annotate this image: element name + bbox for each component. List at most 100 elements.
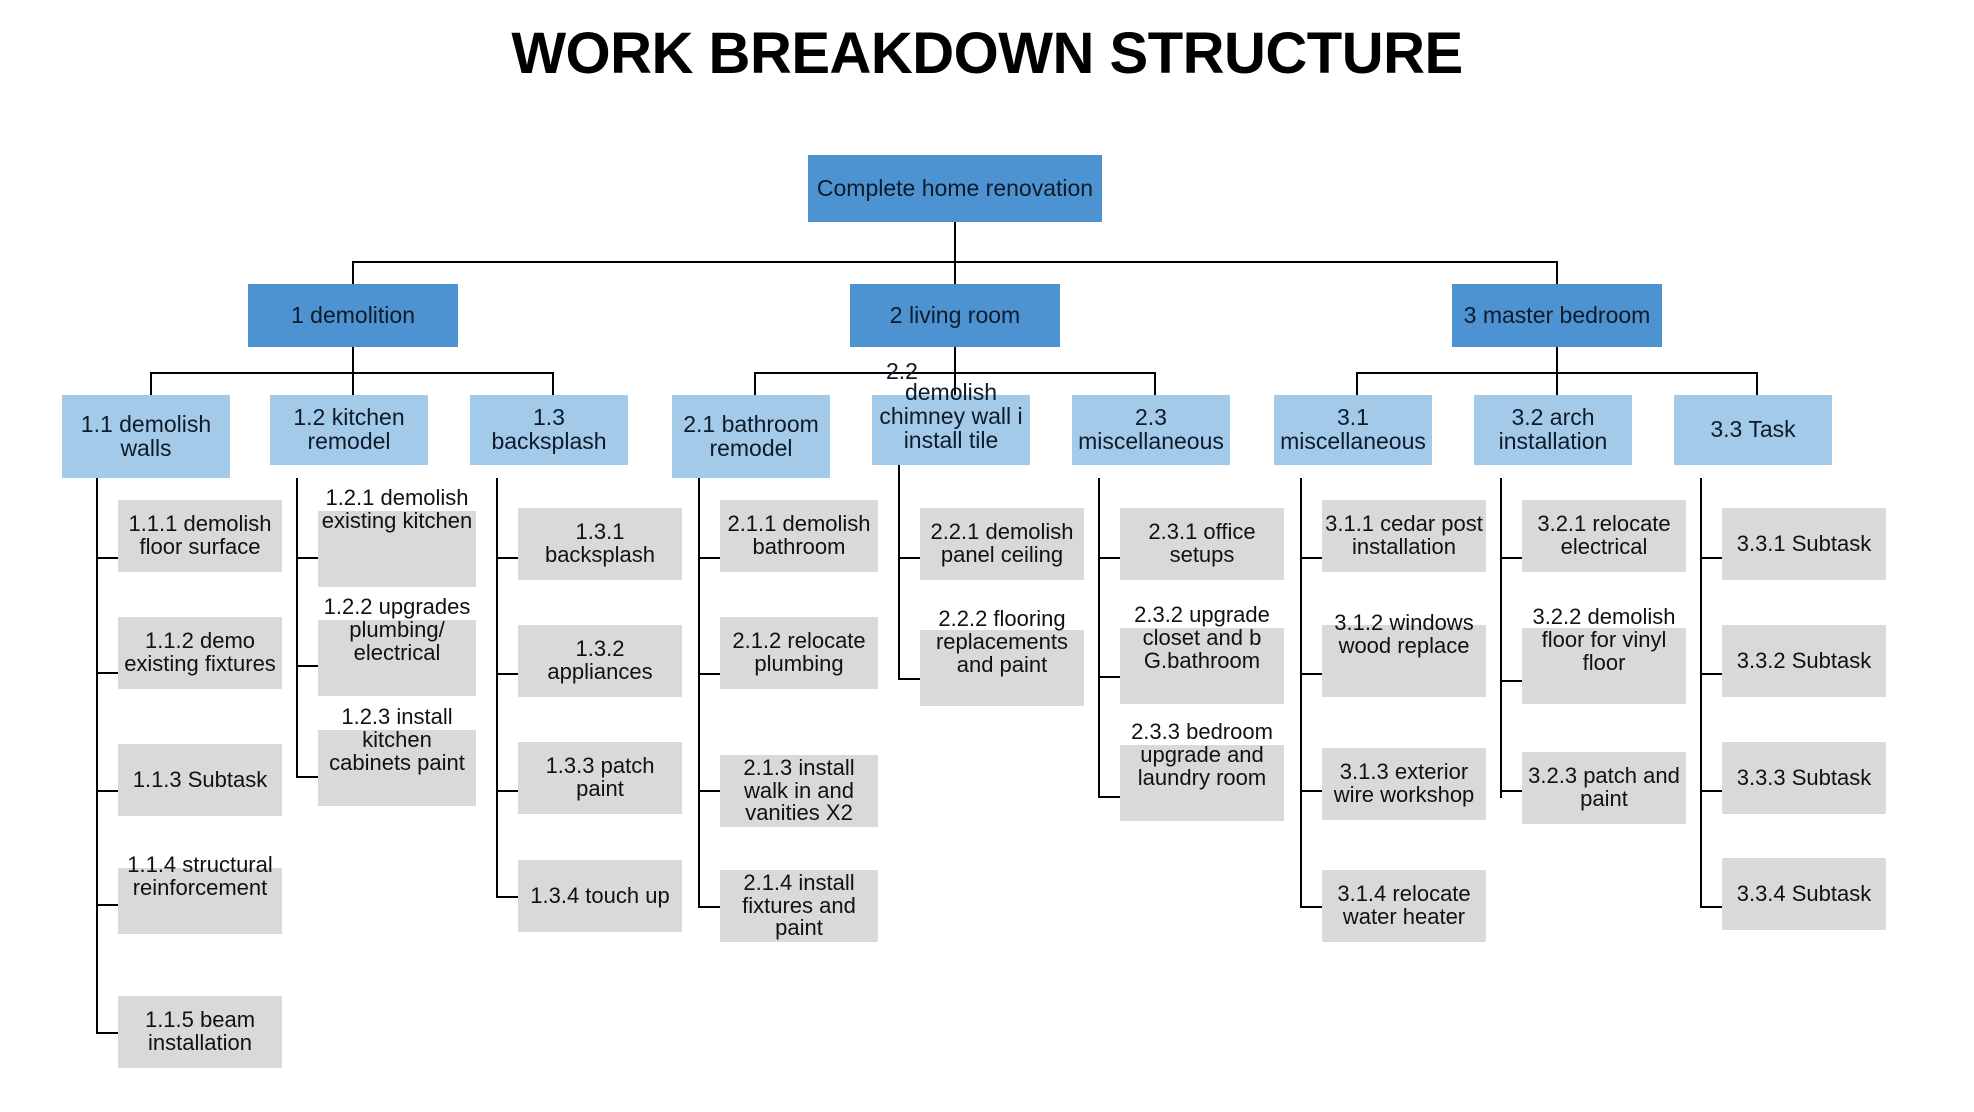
connector-to-node-32 [1556, 372, 1558, 395]
connector-stub-132 [496, 673, 518, 675]
task-1-1-4[interactable]: 1.1.4 structural reinforcement [118, 853, 282, 934]
node-3-2-label: 3.2 arch installation [1498, 404, 1608, 454]
node-root-label: Complete home renovation [816, 174, 1094, 201]
task-2-3-1-label: 2.3.1 office setups [1148, 519, 1256, 567]
task-3-3-4-label: 3.3.4 Subtask [1736, 880, 1872, 906]
task-2-2-2[interactable]: 2.2.2 flooring replacements and paint [920, 607, 1084, 706]
task-3-3-3[interactable]: 3.3.3 Subtask [1722, 742, 1886, 814]
task-3-2-3[interactable]: 3.2.3 patch and paint [1522, 752, 1686, 824]
task-1-3-4[interactable]: 1.3.4 touch up [518, 860, 682, 932]
node-3-1-label: 3.1 miscellaneous [1280, 404, 1426, 454]
node-2-2-number-label: 2.2 [886, 358, 918, 385]
task-2-1-2-label: 2.1.2 relocate plumbing [732, 628, 866, 676]
node-3-3[interactable]: 3.3 Task [1674, 395, 1832, 465]
connector-spine-21 [698, 478, 700, 908]
connector-stub-214 [698, 906, 720, 908]
task-2-3-1[interactable]: 2.3.1 office setups [1120, 508, 1284, 580]
task-2-1-3-label: 2.1.3 install walk in and vanities X2 [743, 754, 855, 826]
task-3-2-2[interactable]: 3.2.2 demolish floor for vinyl floor [1522, 605, 1686, 704]
connector-stub-122 [296, 665, 318, 667]
task-1-1-2-label: 1.1.2 demo existing fixtures [124, 628, 276, 676]
node-branch-1[interactable]: 1 demolition [248, 284, 458, 347]
task-3-2-1[interactable]: 3.2.1 relocate electrical [1522, 500, 1686, 572]
task-2-1-4-label: 2.1.4 install fixtures and paint [742, 869, 856, 941]
connector-stub-123 [296, 776, 318, 778]
connector-stub-231 [1098, 557, 1120, 559]
node-1-2[interactable]: 1.2 kitchen remodel [270, 395, 428, 465]
task-2-1-4[interactable]: 2.1.4 install fixtures and paint [720, 870, 878, 942]
connector-spine-11 [96, 478, 98, 1034]
task-1-2-3[interactable]: 1.2.3 install kitchen cabinets paint [318, 705, 476, 806]
task-1-1-2[interactable]: 1.1.2 demo existing fixtures [118, 617, 282, 689]
node-1-3[interactable]: 1.3 backsplash [470, 395, 628, 465]
node-1-1[interactable]: 1.1 demolish walls [62, 395, 230, 478]
node-2-3-label: 2.3 miscellaneous [1078, 404, 1224, 454]
task-2-2-1[interactable]: 2.2.1 demolish panel ceiling [920, 508, 1084, 580]
connector-stub-121 [296, 557, 318, 559]
task-1-1-3[interactable]: 1.1.3 Subtask [118, 744, 282, 816]
task-1-1-5-label: 1.1.5 beam installation [144, 1007, 256, 1055]
task-2-1-3[interactable]: 2.1.3 install walk in and vanities X2 [720, 755, 878, 827]
connector-spine-12 [296, 478, 298, 778]
task-1-2-1[interactable]: 1.2.1 demolish existing kitchen [318, 486, 476, 587]
task-3-3-4[interactable]: 3.3.4 Subtask [1722, 858, 1886, 930]
task-3-3-2[interactable]: 3.3.2 Subtask [1722, 625, 1886, 697]
node-3-1[interactable]: 3.1 miscellaneous [1274, 395, 1432, 465]
task-3-1-4[interactable]: 3.1.4 relocate water heater [1322, 870, 1486, 942]
connector-stub-321 [1500, 557, 1522, 559]
connector-stub-212 [698, 673, 720, 675]
connector-stub-311 [1300, 557, 1322, 559]
task-1-1-1[interactable]: 1.1.1 demolish floor surface [118, 500, 282, 572]
connector-stub-333 [1700, 790, 1722, 792]
connector-branch2-down [954, 347, 956, 373]
connector-to-node-11 [150, 372, 152, 395]
node-branch-3-label: 3 master bedroom [1463, 301, 1651, 328]
node-branch-2[interactable]: 2 living room [850, 284, 1060, 347]
task-2-3-3[interactable]: 2.3.3 bedroom upgrade and laundry room [1120, 720, 1284, 821]
connector-stub-312 [1300, 673, 1322, 675]
task-3-2-3-label: 3.2.3 patch and paint [1528, 763, 1680, 811]
node-2-2[interactable]: demolish chimney wall i install tile [872, 380, 1030, 465]
connector-stub-211 [698, 557, 720, 559]
task-1-3-3[interactable]: 1.3.3 patch paint [518, 742, 682, 814]
connector-branch1-down [352, 347, 354, 373]
task-1-1-4-label: 1.1.4 structural reinforcement [127, 852, 273, 900]
node-2-3[interactable]: 2.3 miscellaneous [1072, 395, 1230, 465]
connector-stub-332 [1700, 673, 1722, 675]
connector-to-branch-2 [954, 261, 956, 284]
connector-to-node-33 [1756, 372, 1758, 395]
task-3-1-3[interactable]: 3.1.3 exterior wire workshop [1322, 748, 1486, 820]
task-2-1-1-label: 2.1.1 demolish bathroom [727, 511, 871, 559]
node-3-2[interactable]: 3.2 arch installation [1474, 395, 1632, 465]
connector-stub-334 [1700, 906, 1722, 908]
connector-stub-134 [496, 896, 518, 898]
connector-to-branch-3 [1556, 261, 1558, 284]
connector-spine-23 [1098, 478, 1100, 798]
node-root[interactable]: Complete home renovation [808, 155, 1102, 222]
task-3-3-1[interactable]: 3.3.1 Subtask [1722, 508, 1886, 580]
connector-to-node-12 [352, 372, 354, 395]
task-1-3-2[interactable]: 1.3.2 appliances [518, 625, 682, 697]
task-2-2-1-label: 2.2.1 demolish panel ceiling [930, 519, 1074, 567]
connector-spine-33 [1700, 478, 1702, 908]
page-title: WORK BREAKDOWN STRUCTURE [511, 21, 1463, 86]
task-2-2-2-label: 2.2.2 flooring replacements and paint [935, 606, 1069, 677]
node-2-1[interactable]: 2.1 bathroom remodel [672, 395, 830, 478]
node-1-1-label: 1.1 demolish walls [80, 410, 212, 461]
node-3-3-label: 3.3 Task [1710, 416, 1796, 443]
node-2-2-label: demolish chimney wall i install tile [879, 379, 1023, 453]
task-2-3-2[interactable]: 2.3.2 upgrade closet and b G.bathroom [1120, 603, 1284, 704]
task-2-3-2-label: 2.3.2 upgrade closet and b G.bathroom [1134, 602, 1270, 673]
connector-spine-13 [496, 478, 498, 898]
task-3-1-2[interactable]: 3.1.2 windows wood replace [1322, 611, 1486, 697]
task-3-2-2-label: 3.2.2 demolish floor for vinyl floor [1532, 604, 1676, 675]
task-1-1-5[interactable]: 1.1.5 beam installation [118, 996, 282, 1068]
task-2-1-2[interactable]: 2.1.2 relocate plumbing [720, 617, 878, 689]
task-1-3-1[interactable]: 1.3.1 backsplash [518, 508, 682, 580]
task-3-1-1[interactable]: 3.1.1 cedar post installation [1322, 500, 1486, 572]
task-3-3-2-label: 3.3.2 Subtask [1736, 647, 1872, 673]
task-1-2-2[interactable]: 1.2.2 upgrades plumbing/ electrical [318, 595, 476, 696]
node-branch-3[interactable]: 3 master bedroom [1452, 284, 1662, 347]
task-2-1-1[interactable]: 2.1.1 demolish bathroom [720, 500, 878, 572]
